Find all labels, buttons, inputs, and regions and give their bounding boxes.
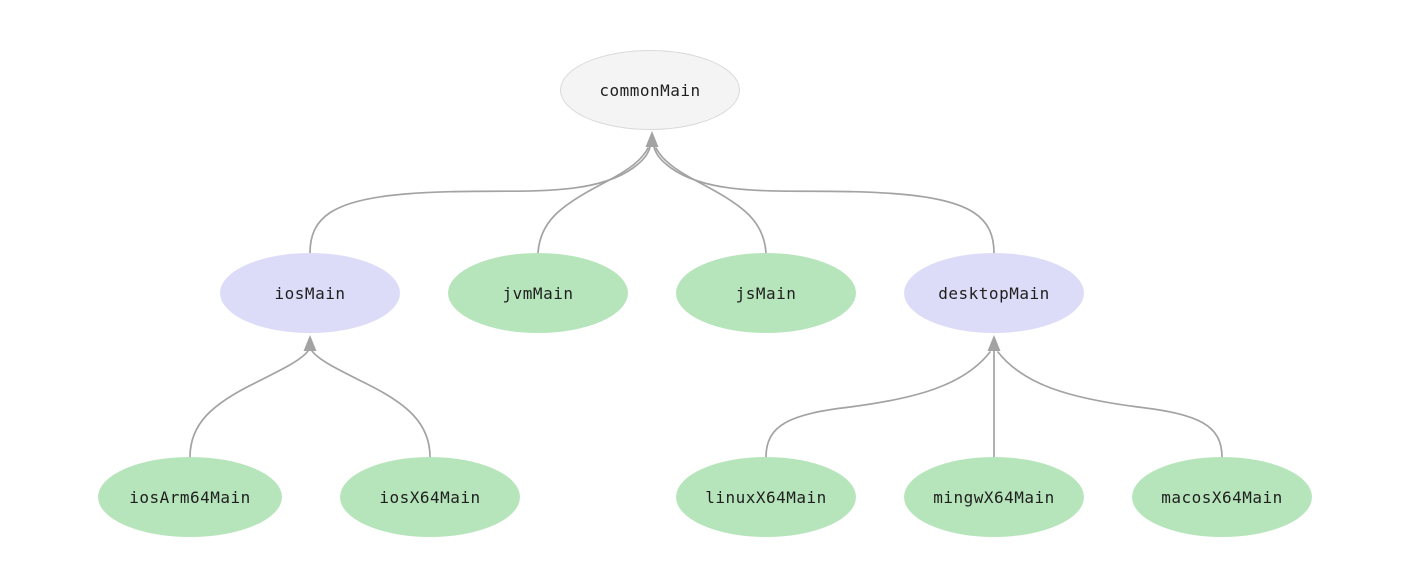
node-commonMain-label: commonMain (599, 80, 701, 100)
node-jvmMain: jvmMain (448, 253, 628, 333)
arrowhead-commonMain (645, 131, 659, 147)
edge-iosX64Main-iosMain (311, 350, 431, 458)
arrowhead-iosMain (303, 335, 317, 351)
node-iosMain: iosMain (220, 253, 400, 333)
edge-arrowheads (303, 131, 1001, 351)
node-linuxX64Main: linuxX64Main (676, 457, 856, 537)
node-iosX64Main-label: iosX64Main (379, 487, 481, 507)
node-jvmMain-label: jvmMain (502, 283, 574, 303)
edge-iosMain-commonMain (309, 146, 651, 254)
node-mingwX64Main-label: mingwX64Main (933, 487, 1055, 507)
node-desktopMain-label: desktopMain (938, 283, 1050, 303)
edge-iosArm64Main-iosMain (189, 350, 309, 458)
edge-jvmMain-commonMain (537, 147, 649, 254)
edge-macosX64Main-desktopMain (997, 351, 1223, 458)
edge-jsMain-commonMain (655, 147, 767, 254)
node-commonMain: commonMain (560, 50, 740, 130)
node-iosArm64Main-label: iosArm64Main (129, 487, 251, 507)
node-iosArm64Main: iosArm64Main (98, 457, 282, 537)
node-desktopMain: desktopMain (904, 253, 1084, 333)
node-jsMain: jsMain (676, 253, 856, 333)
node-linuxX64Main-label: linuxX64Main (705, 487, 827, 507)
edge-linuxX64Main-desktopMain (765, 351, 991, 458)
node-mingwX64Main: mingwX64Main (904, 457, 1084, 537)
node-iosMain-label: iosMain (274, 283, 346, 303)
arrowhead-desktopMain (987, 335, 1001, 351)
node-macosX64Main: macosX64Main (1132, 457, 1312, 537)
edge-desktopMain-commonMain (653, 146, 995, 254)
edge-lines (189, 146, 1223, 458)
node-macosX64Main-label: macosX64Main (1161, 487, 1283, 507)
node-jsMain-label: jsMain (735, 283, 797, 303)
node-iosX64Main: iosX64Main (340, 457, 520, 537)
